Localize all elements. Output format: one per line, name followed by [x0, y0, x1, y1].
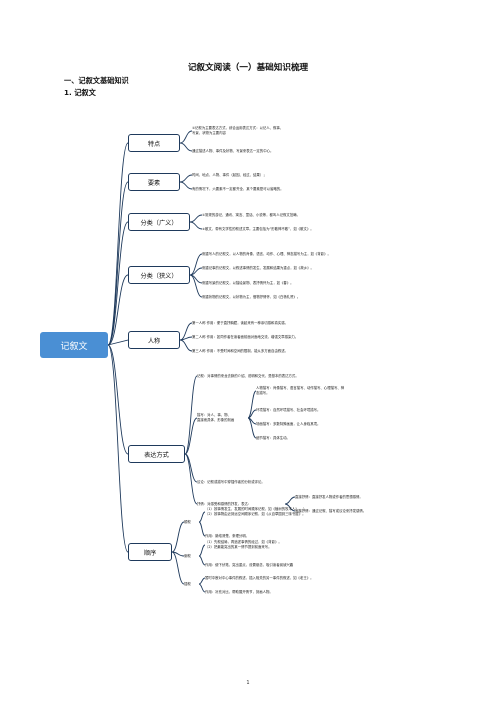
page-title: 记叙文阅读（一）基础知识梳理: [187, 63, 309, 73]
forward-item-2: （2）按事物由近到远空间顺序记叙，如《从百草园到三味书屋》。: [205, 512, 306, 516]
expression-description-label-2: 直接而具体、形象的刻画: [197, 418, 235, 422]
expression-discussion: 议论：记叙或描写中穿插作者的分析或评论。: [197, 480, 265, 484]
section-heading: 一、记叙文基础知识: [64, 76, 129, 85]
person-item-3: 第三人称 作用：不受时间和空间的限制，能从多方面自由叙述。: [192, 349, 289, 353]
broad-item-2: ②散文，带有文学性的叙述文章。主要包括为“形散神不散”，如《散文》。: [202, 227, 314, 231]
person-item-1: 第一人称 作用：便于直抒胸臆，读起来有一种亲切感和真实感。: [192, 321, 289, 325]
node-broad-category: 分类（广义）: [128, 213, 190, 231]
features-item-3: 通过描述人物、事件及状物、写景来表达一定的中心。: [192, 149, 274, 153]
narrow-item-1: 侧重写人的记叙文，以人物的肖像、语言、动作、心理、神态描写为主，如《背影》。: [202, 252, 331, 256]
subsection-heading: 1. 记叙文: [64, 88, 96, 97]
person-item-2: 第二人称 作用：如同作者在读者面前面对面地交流，增强文章感染力。: [192, 335, 299, 339]
order-group-flashback: 倒叙: [184, 554, 191, 558]
order-group-interpolation: 插叙: [184, 582, 191, 586]
node-expression: 表达方式: [128, 445, 185, 463]
narrow-item-4: 侧重状物的记叙文，以状物为主，借物抒情怀，如《白杨礼赞》。: [202, 295, 301, 299]
desc-sub-4: 细节描写：具体生动。: [256, 436, 290, 440]
flashback-item-2: （2）把最能突出的某一情节提到前面来写。: [205, 545, 272, 549]
interpolation-item-2: 作用：补充对比，帮助展开情节，刻画人物。: [205, 590, 273, 594]
lyric-sub-2: 间接抒情：通过记叙、描写或议论来抒发感情。: [295, 509, 367, 513]
interpolation-item-1: 暂时中断对中心事件的叙述，插入相关的另一事件的叙述，如《老王》。: [205, 576, 314, 580]
node-order: 顺序: [128, 543, 172, 561]
desc-sub-1: 人物描写：肖像描写、语言描写、动作描写、心理描写、神: [256, 386, 345, 390]
node-narrow-category: 分类（狭义）: [128, 266, 190, 284]
node-person: 人称: [128, 331, 180, 349]
desc-sub-2: 环境描写：自然环境描写、社会环境描写。: [256, 408, 321, 412]
broad-item-1: ①常规的游记、通讯、寓言、童话、小说等，都叫人记叙文范畴。: [202, 213, 300, 217]
elements-item-1: 时间、地点、人物、事件（起因、经过、结果）；: [192, 173, 267, 177]
root-node: 记叙文: [40, 332, 108, 358]
page-number: 1: [246, 680, 250, 686]
node-features: 特点: [128, 134, 180, 152]
lyric-sub-1: 直接抒情：直接抒发人物或作者的思想感情。: [295, 495, 363, 499]
elements-item-2: 有的情况下，六要素不一定都齐全，某个要素是可以省略的。: [192, 187, 284, 191]
desc-sub-1b: 态描写。: [256, 391, 270, 395]
flashback-item-3: 作用：使下伏笔，突出重点，设置悬念，吸引读者阅读兴趣: [205, 563, 294, 567]
features-item-1: ①记叙为主要表达方式，综合运用表达方式：以记人、叙事、: [192, 126, 284, 130]
forward-item-3: 作用：脉络清楚，条理分明。: [205, 534, 250, 538]
expression-description-label: 描写：对人、事、物、: [197, 413, 231, 417]
expression-narration: 记叙：对事情的来龙去脉的介绍、说明和交代，是基本的表达方式。: [197, 374, 299, 378]
node-elements: 要素: [128, 173, 180, 191]
expression-lyric: 抒情：对感受和感情的抒发，表达：: [197, 502, 252, 506]
desc-sub-3: 场面描写：多数特殊画面，让人身临其境。: [256, 422, 321, 426]
features-item-2: 写景、状物为主要内容: [192, 131, 226, 135]
flashback-item-1: （1）先叙结局，再追述事情的经过，如《背影》。: [205, 540, 282, 544]
narrow-item-3: 侧重写景的记叙文，以描绘景物、表抒情怀为主，如《春》。: [202, 281, 294, 285]
forward-item-1: （1）按事情发生、发展的时间顺序记叙，如《植树的牧羊人》。 ）: [205, 507, 307, 511]
narrow-item-2: 侧重记事的记叙文，以叙述事情的发生、发展和结果为重点，如《故乡》。: [202, 266, 314, 270]
order-group-forward: 顺叙: [184, 520, 191, 524]
